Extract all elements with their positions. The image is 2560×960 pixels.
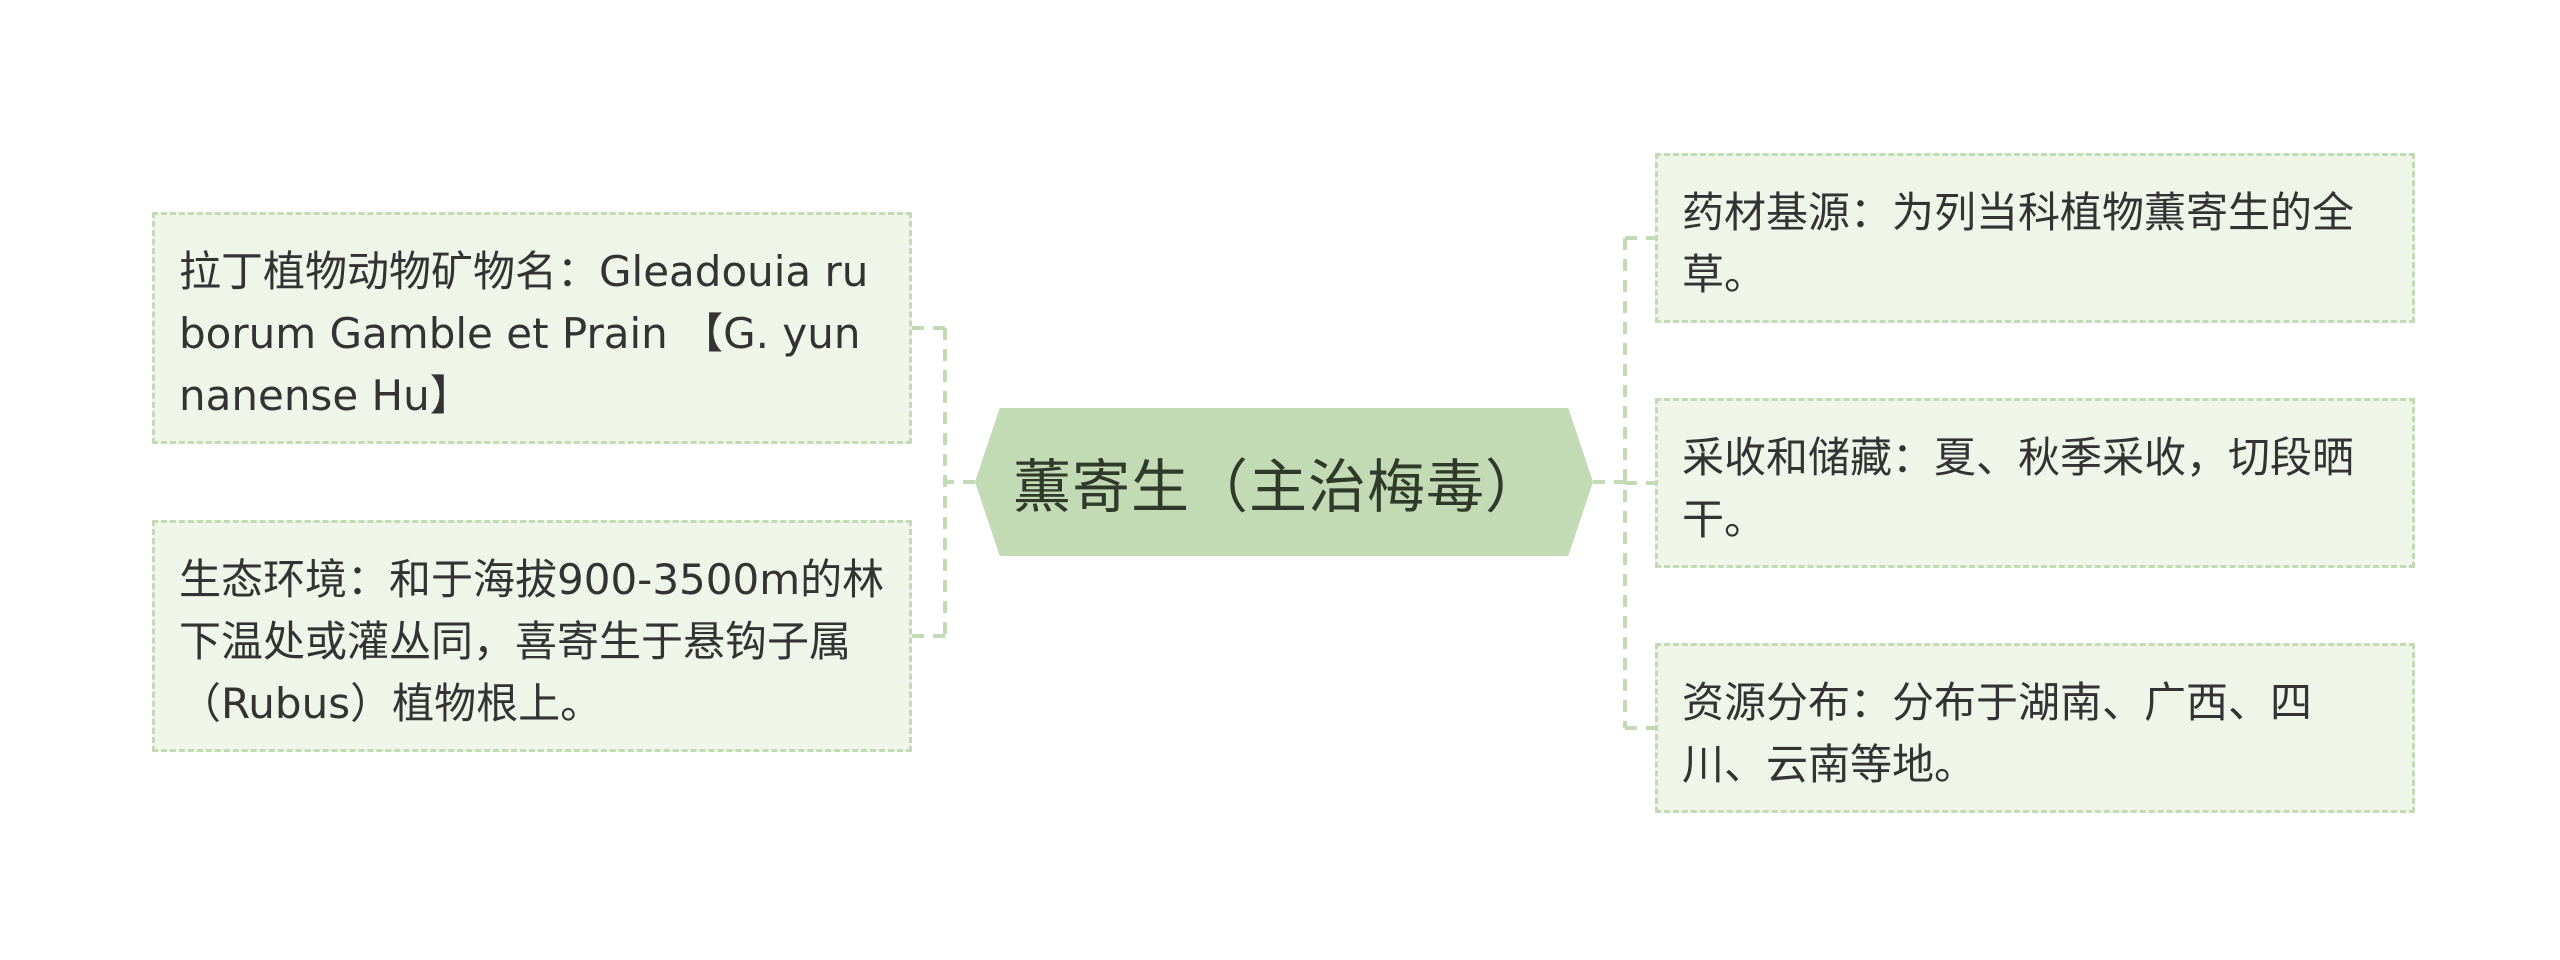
- medicinal-source-text: 药材基源：为列当科植物薫寄生的全草。: [1682, 188, 2355, 299]
- central-topic[interactable]: 薫寄生（主治梅毒）: [975, 408, 1593, 556]
- distribution-text: 资源分布：分布于湖南、广西、四川、云南等地。: [1682, 678, 2313, 789]
- latin-name-node[interactable]: 拉丁植物动物矿物名：Gleadouia ruborum Gamble et Pr…: [152, 212, 912, 444]
- ecology-text: 生态环境：和于海拔900-3500m的林下温处或灌丛同，喜寄生于悬钩子属（Rub…: [179, 555, 885, 728]
- central-topic-label: 薫寄生（主治梅毒）: [1013, 453, 1545, 521]
- ecology-node[interactable]: 生态环境：和于海拔900-3500m的林下温处或灌丛同，喜寄生于悬钩子属（Rub…: [152, 520, 912, 752]
- latin-name-text: 拉丁植物动物矿物名：Gleadouia ruborum Gamble et Pr…: [179, 247, 869, 420]
- distribution-node[interactable]: 资源分布：分布于湖南、广西、四川、云南等地。: [1655, 643, 2415, 813]
- harvest-storage-text: 采收和储藏：夏、秋季采收，切段晒干。: [1682, 433, 2355, 544]
- harvest-storage-node[interactable]: 采收和储藏：夏、秋季采收，切段晒干。: [1655, 398, 2415, 568]
- medicinal-source-node[interactable]: 药材基源：为列当科植物薫寄生的全草。: [1655, 153, 2415, 323]
